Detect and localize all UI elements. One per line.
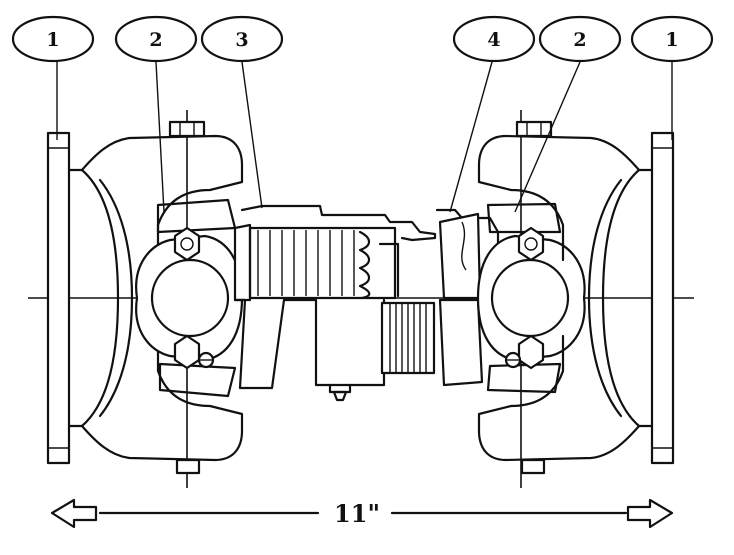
callout-3: 3: [200, 15, 284, 63]
dimension-line: 11": [50, 498, 674, 529]
arrow-right-icon: [626, 498, 674, 529]
callout-2-right: 2: [538, 15, 622, 63]
left-flange-yoke: [46, 120, 244, 475]
callout-label: 1: [46, 29, 59, 51]
leader-lines: [56, 61, 673, 213]
callout-label: 4: [487, 29, 500, 51]
callout-label: 2: [149, 29, 162, 51]
callout-1-right: 1: [630, 15, 714, 63]
right-tube-yoke: [435, 208, 500, 387]
slip-yoke-assembly: [233, 204, 437, 402]
dimension-label: 11": [334, 499, 380, 528]
arrow-left-icon: [50, 498, 98, 529]
callout-label: 2: [573, 29, 586, 51]
callout-4: 4: [452, 15, 536, 63]
callout-2-left: 2: [114, 15, 198, 63]
callout-1-left: 1: [11, 15, 95, 63]
left-u-joint: [135, 198, 244, 398]
right-flange-yoke: [477, 120, 675, 475]
callout-label: 3: [235, 29, 248, 51]
right-u-joint: [476, 202, 586, 394]
callout-label: 1: [665, 29, 678, 51]
